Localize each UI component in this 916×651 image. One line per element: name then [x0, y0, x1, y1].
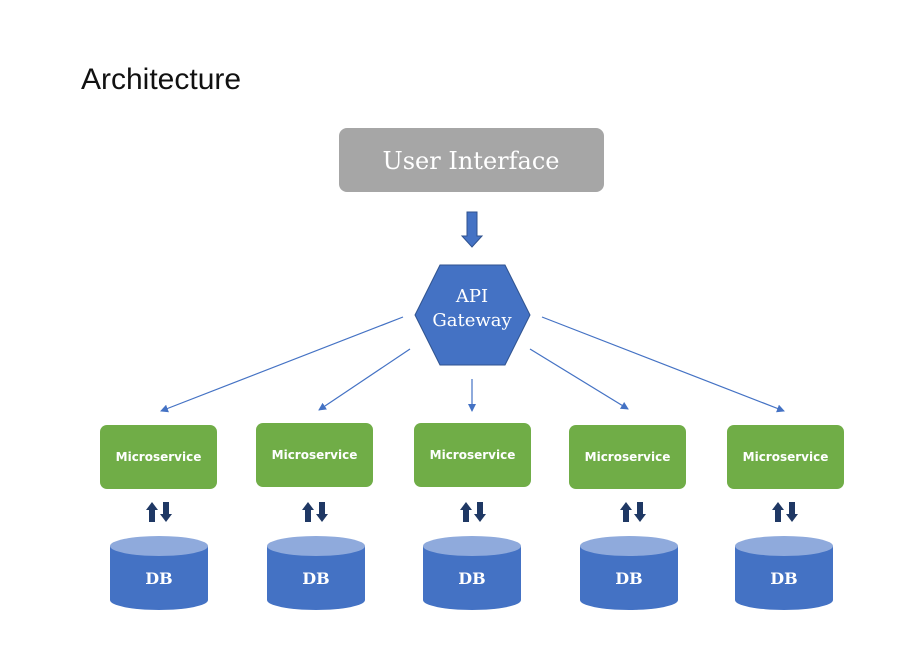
service-column-3: Microservice DB: [414, 423, 531, 610]
up-down-arrows-icon: [620, 502, 646, 522]
up-down-arrows-icon: [772, 502, 798, 522]
up-down-arrows-icon: [146, 502, 172, 522]
api-gateway: API Gateway: [414, 264, 531, 366]
up-down-arrows-icon: [460, 502, 486, 522]
database-icon: [267, 536, 365, 610]
up-down-arrows-icon: [302, 502, 328, 522]
service-column-5: Microservice DB: [727, 425, 844, 610]
connector-arrow-2: [318, 348, 411, 411]
service-column-2: Microservice DB: [256, 423, 373, 610]
database-label: DB: [770, 569, 797, 588]
down-block-arrow: [460, 211, 484, 248]
database-label: DB: [145, 569, 172, 588]
connector-arrow-5: [541, 316, 785, 413]
api-gateway-shape: [414, 264, 531, 366]
database-icon: [423, 536, 521, 610]
service-column-4: Microservice DB: [569, 425, 686, 610]
database-icon: [580, 536, 678, 610]
microservice-label: Microservice: [272, 448, 358, 462]
microservice-label: Microservice: [585, 450, 671, 464]
user-interface-label: User Interface: [383, 147, 560, 175]
microservice-label: Microservice: [743, 450, 829, 464]
microservice-box: [727, 425, 844, 489]
connector-arrow-1: [160, 316, 404, 413]
user-interface-box: User Interface: [339, 128, 604, 192]
api-gateway-label-line2: Gateway: [432, 310, 512, 331]
microservice-label: Microservice: [430, 448, 516, 462]
database-icon: [110, 536, 208, 610]
api-gateway-label-line1: API: [455, 286, 488, 307]
database-icon: [735, 536, 833, 610]
microservice-box: [569, 425, 686, 489]
microservice-box: [256, 423, 373, 487]
service-column-1: Microservice DB: [100, 425, 217, 610]
microservice-box: [414, 423, 531, 487]
page-title: Architecture: [81, 63, 242, 96]
database-label: DB: [302, 569, 329, 588]
microservice-box: [100, 425, 217, 489]
microservice-label: Microservice: [116, 450, 202, 464]
gateway-connectors: [160, 316, 785, 413]
user-interface-shape: [339, 128, 604, 192]
connector-arrow-4: [529, 348, 629, 410]
database-label: DB: [458, 569, 485, 588]
database-label: DB: [615, 569, 642, 588]
